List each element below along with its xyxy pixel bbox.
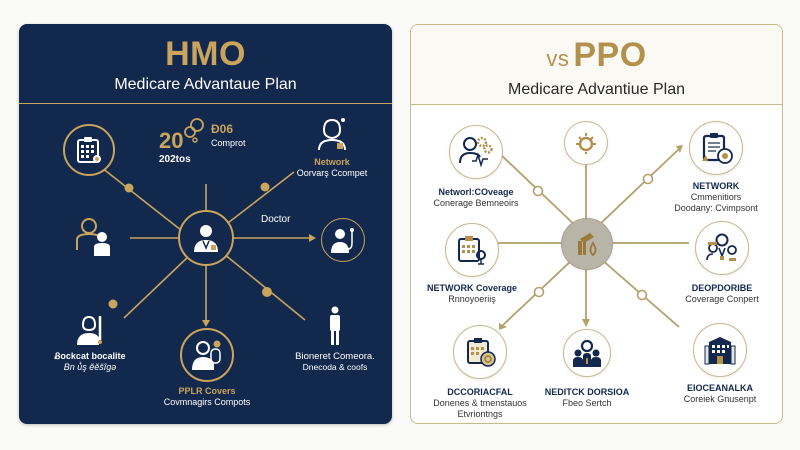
hmo-node-calendar — [63, 124, 115, 176]
node-caption: Dnecoda & coofs — [302, 362, 368, 372]
calendar-stethoscope-icon — [445, 223, 499, 277]
ppo-node-network-search: NEDITCK DORSIOA Fbeo Sertch — [541, 329, 633, 409]
node-caption: Donenes & tmenstauos — [433, 398, 527, 408]
hmo-header: HMO Medicare Advantaue Plan — [19, 24, 392, 104]
node-caption: Fbeo Sertch — [562, 398, 612, 408]
ppo-title-text: PPO — [573, 36, 647, 74]
node-title: PPLR Covers — [178, 386, 236, 396]
node-title: NETWORK — [692, 181, 740, 191]
badge-text: Ð06 — [211, 122, 234, 136]
ppo-node-network: NETWORK Cmmenitiors Doodany: Cvimpsont — [661, 121, 771, 214]
arrow-head — [202, 320, 210, 327]
ppo-node-network-coverage-2: NETWORK Coverage Rnnoyoeriiş — [417, 223, 527, 305]
arrow-head — [499, 323, 507, 330]
hmo-node-doctor-tool: Ᏸockcat bocalite Bn ủ̀ş ĕĕšîgə — [45, 314, 135, 373]
arrow-head — [582, 319, 590, 327]
node-caption: Bn ủ̀ş ĕĕšîgə — [63, 362, 117, 372]
hmo-connector-lines — [96, 163, 316, 327]
below-label: 202tos — [159, 154, 191, 165]
hmo-title: HMO — [165, 35, 246, 73]
node-caption-2: Doodany: Cvimpsont — [674, 203, 758, 213]
hmo-panel: HMO Medicare Advantaue Plan — [19, 24, 392, 424]
doctors-group-icon — [695, 221, 749, 275]
hand-drop-icon — [561, 218, 613, 270]
hmo-node-person: Bioneret Comeora. Dnecoda & coofs — [285, 306, 385, 373]
node-title: NETWORK Coverage — [426, 283, 517, 293]
node-caption: Rnnoyoeriiş — [448, 294, 496, 304]
people-group-icon — [563, 329, 611, 377]
magnifier-network-icon — [184, 118, 204, 143]
ppo-node-center — [561, 218, 613, 270]
ppo-node-network-coverage: Networl:COveage Conerage Bemneoirs — [421, 125, 531, 209]
node-title: Bioneret Comeora. — [295, 351, 375, 362]
caption: Comprot — [211, 138, 246, 148]
hmo-node-doctor-patient — [73, 216, 115, 263]
doctor-center-icon — [178, 210, 234, 266]
calendar-coin-icon — [453, 325, 507, 379]
hmo-node-stethoscope — [321, 218, 365, 262]
node-title: Network — [314, 157, 350, 167]
hmo-node-network: Network Oorvarş Ccompet — [287, 116, 377, 179]
big-number: 20 — [159, 128, 184, 153]
clipboard-badge-icon — [689, 121, 743, 175]
node-title: Ᏸockcat bocalite — [54, 351, 126, 361]
ppo-node-doctors: DEOPDORIBE Coverage Conpert — [667, 221, 777, 305]
hmo-node-center — [178, 210, 234, 266]
arrow-head — [676, 145, 683, 153]
ppo-node-hospital: EIOCEANALKA Coreiek Gnusenpt — [665, 323, 775, 405]
doctor-device-icon — [180, 328, 234, 382]
node-title: EIOCEANALKA — [686, 383, 753, 393]
vs-prefix: vs — [546, 46, 570, 71]
nurse-doctor-icon — [318, 118, 346, 151]
hmo-subtitle: Medicare Advantaue Plan — [114, 76, 297, 93]
ppo-subtitle: Medicare Advantiue Plan — [508, 81, 685, 98]
node-caption: Coreiek Gnusenpt — [683, 394, 757, 404]
node-caption: Covmnagirs Compots — [163, 397, 251, 407]
ppo-node-doctoral: DCCORIACFAL Donenes & tmenstauos Etvrion… — [425, 325, 535, 420]
node-caption: Coverage Conpert — [685, 294, 759, 304]
person-standing-icon — [330, 306, 340, 345]
calendar-clipboard-icon — [63, 124, 115, 176]
hospital-building-icon — [693, 323, 747, 377]
doctor-gears-icon — [449, 125, 503, 179]
ppo-node-gear — [564, 121, 608, 165]
node-caption: Oorvarş Ccompet — [296, 168, 368, 178]
doctor-arrow-label: Doctor — [261, 214, 291, 225]
sun-gear-icon — [564, 121, 608, 165]
node-title: DEOPDORIBE — [691, 283, 753, 293]
doctor-stethoscope-icon — [321, 218, 365, 262]
arrow-head — [309, 234, 316, 242]
hmo-node-ppo-covers: PPLR Covers Covmnagirs Compots — [157, 328, 257, 408]
node-caption-2: Etvriontngs — [457, 409, 503, 419]
node-title: Networl:COveage — [438, 187, 514, 197]
node-caption: Cmmenitiors — [690, 192, 742, 202]
doctor-patient-icon — [76, 218, 110, 256]
node-title: DCCORIACFAL — [447, 387, 513, 397]
node-caption: Conerage Bemneoirs — [433, 198, 519, 208]
doctor-tool-icon — [77, 315, 102, 345]
node-title: NEDITCK DORSIOA — [544, 387, 630, 397]
ppo-connector-lines — [493, 145, 689, 330]
